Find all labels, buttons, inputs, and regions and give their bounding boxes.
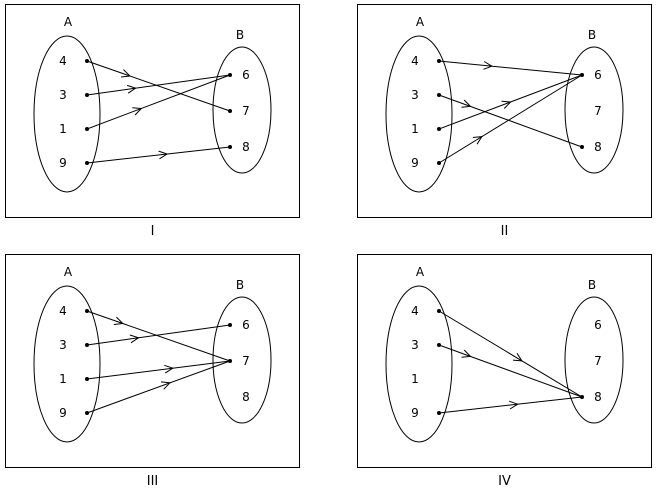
mapping-arrow-1-to-7 [86,360,231,380]
set-b-element-7: 7 [594,354,602,368]
set-a-element-9: 9 [411,406,419,420]
arrowhead-3-to-6 [126,84,137,94]
set-a-label: A [416,15,425,29]
set-a-ellipse [33,35,101,193]
arrowhead-3-to-8 [461,99,472,108]
mapping-arrow-3-to-8 [438,94,583,148]
arrowhead-3-to-6 [129,334,140,344]
panel-label-ii: II [500,224,509,239]
set-a-element-1: 1 [59,372,67,386]
set-b-element-8: 8 [594,390,602,404]
mapping-arrow-4-to-6 [438,60,583,76]
mapping-arrow-4-to-8 [438,310,583,398]
panel-label-iii: III [146,474,159,489]
set-a-element-3: 3 [411,88,419,102]
mapping-panel-i: A B 4 3 1 9 6 7 8 [5,4,300,218]
mapping-arrow-9-to-6 [438,74,583,164]
mapping-arrow-1-to-6 [86,74,231,130]
set-b-element-8: 8 [242,390,250,404]
mapping-arrow-4-to-7 [86,310,231,362]
arrowhead-4-to-6 [483,61,494,70]
set-a-element-4: 4 [411,304,419,318]
mapping-diagram-iii: A B 4 3 1 9 6 7 8 [33,265,272,443]
set-b-ellipse [212,296,272,424]
mapping-diagram-ii: A B 4 3 1 9 6 7 8 [385,15,624,193]
arrowhead-9-to-6 [472,135,483,145]
mapping-arrow-9-to-8 [86,146,231,164]
set-a-element-9: 9 [411,156,419,170]
arrowhead-1-to-7 [164,364,174,374]
set-b-ellipse [564,296,624,424]
set-b-element-7: 7 [242,354,250,368]
arrowhead-9-to-8 [509,400,519,410]
set-b-element-6: 6 [242,318,250,332]
mapping-arrow-9-to-7 [86,360,231,414]
set-a-element-3: 3 [59,88,67,102]
set-a-element-3: 3 [59,338,67,352]
set-a-element-1: 1 [411,122,419,136]
arrowhead-9-to-8 [158,150,169,160]
mapping-panel-iv: A B 4 3 1 9 6 7 8 [357,254,652,468]
arrowhead-4-to-8 [512,353,523,362]
mapping-arrow-3-to-6 [86,324,231,346]
panel-label-iv: IV [498,474,511,489]
set-b-label: B [588,278,596,292]
set-b-label: B [236,278,244,292]
arrowhead-9-to-7 [160,381,171,390]
set-b-element-8: 8 [242,140,250,154]
set-b-ellipse [564,46,624,174]
set-b-element-6: 6 [594,318,602,332]
mapping-panel-iii: A B 4 3 1 9 6 7 8 [5,254,300,468]
set-b-element-8: 8 [594,140,602,154]
mapping-arrow-4-to-7 [86,60,231,112]
set-a-element-4: 4 [411,54,419,68]
arrowhead-4-to-7 [120,69,131,78]
panel-label-i: I [150,224,155,239]
set-b-label: B [236,28,244,42]
mapping-arrow-9-to-8 [438,396,583,414]
set-a-element-9: 9 [59,406,67,420]
set-a-element-4: 4 [59,304,67,318]
set-b-element-6: 6 [242,68,250,82]
arrowhead-3-to-8 [461,349,472,358]
set-b-element-7: 7 [242,104,250,118]
set-a-ellipse [385,285,453,443]
mapping-diagram-iv: A B 4 3 1 9 6 7 8 [385,265,624,443]
set-a-element-1: 1 [411,372,419,386]
set-a-label: A [416,265,425,279]
mapping-arrow-3-to-6 [86,74,231,96]
set-b-element-7: 7 [594,104,602,118]
set-a-element-3: 3 [411,338,419,352]
set-b-label: B [588,28,596,42]
set-a-element-1: 1 [59,122,67,136]
set-a-label: A [64,15,73,29]
set-a-label: A [64,265,73,279]
set-a-ellipse [33,285,101,443]
mapping-arrow-3-to-8 [438,344,583,398]
set-a-element-9: 9 [59,156,67,170]
set-a-ellipse [385,35,453,193]
mapping-panel-ii: A B 4 3 1 9 6 7 8 [357,4,652,218]
arrowhead-4-to-7 [113,316,124,325]
arrowhead-1-to-6 [501,100,512,109]
set-b-ellipse [212,46,272,174]
set-a-element-4: 4 [59,54,67,68]
set-b-element-6: 6 [594,68,602,82]
mapping-diagram-i: A B 4 3 1 9 6 7 8 [33,15,272,193]
arrowhead-1-to-6 [132,107,143,116]
